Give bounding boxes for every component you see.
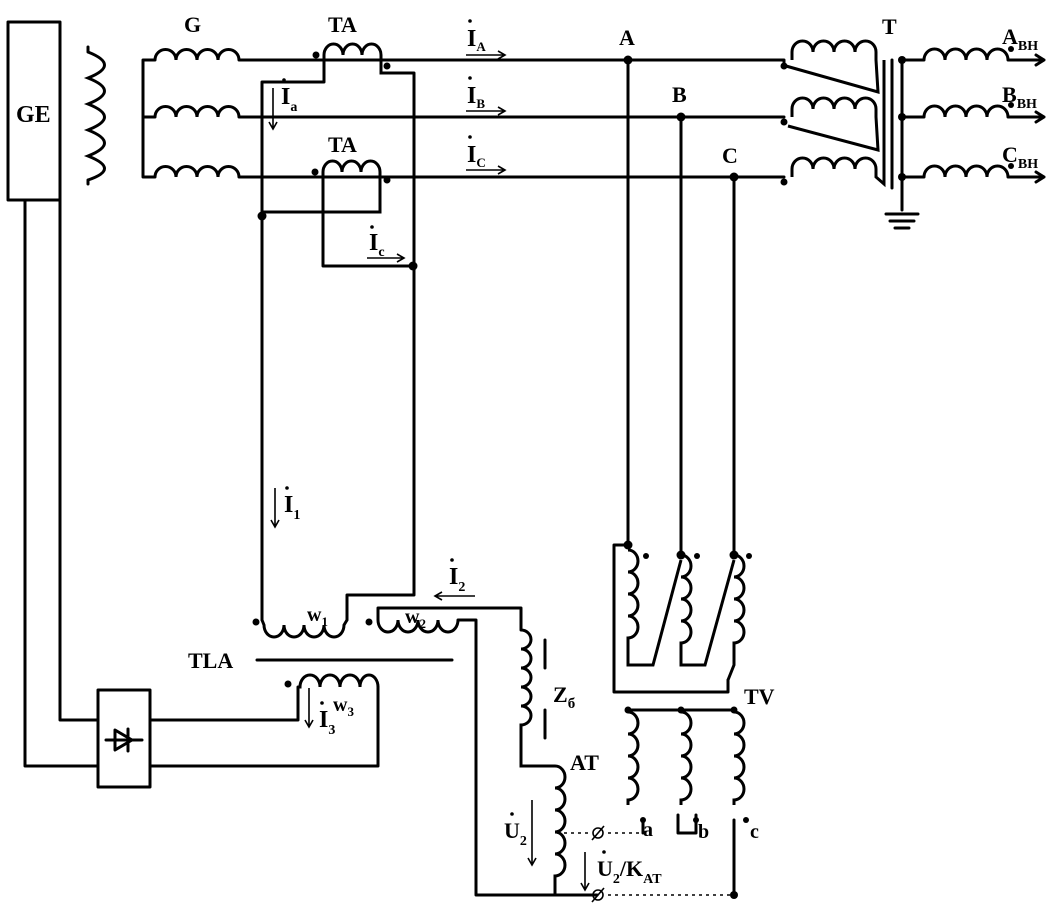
tv-primary: TV <box>612 540 775 709</box>
voltage-labels: U2 U2/KAT <box>504 800 662 892</box>
z-label: Zб <box>553 682 575 712</box>
out-b-label: BBH <box>1002 82 1037 112</box>
i-b-big-label: IB <box>467 83 485 111</box>
phase-lines <box>237 58 786 179</box>
ge-label: GE <box>16 102 51 128</box>
u2-label: U2 <box>504 818 527 849</box>
w1-label: w1 <box>307 604 328 629</box>
i1-label: I1 <box>284 492 300 523</box>
tv-secondary: a b c <box>624 706 759 899</box>
i-a-big-label: IA <box>467 26 486 54</box>
sec-c-label: c <box>750 821 759 843</box>
i2-label: I2 <box>449 564 465 595</box>
sec-b-label: b <box>698 821 709 843</box>
g-label: G <box>184 12 201 37</box>
rectifier-block <box>96 685 380 789</box>
ta-mid-label: TA <box>328 132 357 157</box>
ta-top-label: TA <box>328 12 357 37</box>
out-a-label: ABH <box>1002 24 1038 54</box>
out-c-label: CBH <box>1002 142 1038 172</box>
w3-label: w3 <box>333 694 354 719</box>
ta-top: TA <box>260 12 414 220</box>
tla-transformer: TLA <box>188 606 599 897</box>
sec-a-label: a <box>643 819 653 841</box>
ta-mid: TA <box>257 132 418 271</box>
generator-g: G <box>141 12 241 179</box>
tla-leads <box>260 71 416 622</box>
z-and-at: Zб AT <box>519 628 599 895</box>
output-terminals <box>557 825 732 903</box>
i-a-small-label: Ia <box>281 84 297 115</box>
w2-label: w2 <box>405 606 426 631</box>
transformer-t: T ABH BBH CBH <box>780 14 1046 230</box>
node-b-label: B <box>672 82 687 107</box>
at-label: AT <box>570 750 599 775</box>
tla-label: TLA <box>188 648 233 673</box>
current-labels: IA IB IC Ia Ic I1 I2 I3 <box>268 19 507 738</box>
node-c-label: C <box>722 143 738 168</box>
i3-label: I3 <box>319 707 335 738</box>
phase-nodes: A B C <box>619 25 739 557</box>
t-label: T <box>882 14 897 39</box>
i-c-big-label: IC <box>467 142 486 170</box>
u2k-label: U2/KAT <box>597 856 662 887</box>
node-a-label: A <box>619 25 635 50</box>
ge-block: GE <box>6 20 106 768</box>
winding-labels: w1 w2 w3 <box>307 604 426 719</box>
i-c-small-label: Ic <box>369 230 385 260</box>
tv-label: TV <box>744 684 775 709</box>
